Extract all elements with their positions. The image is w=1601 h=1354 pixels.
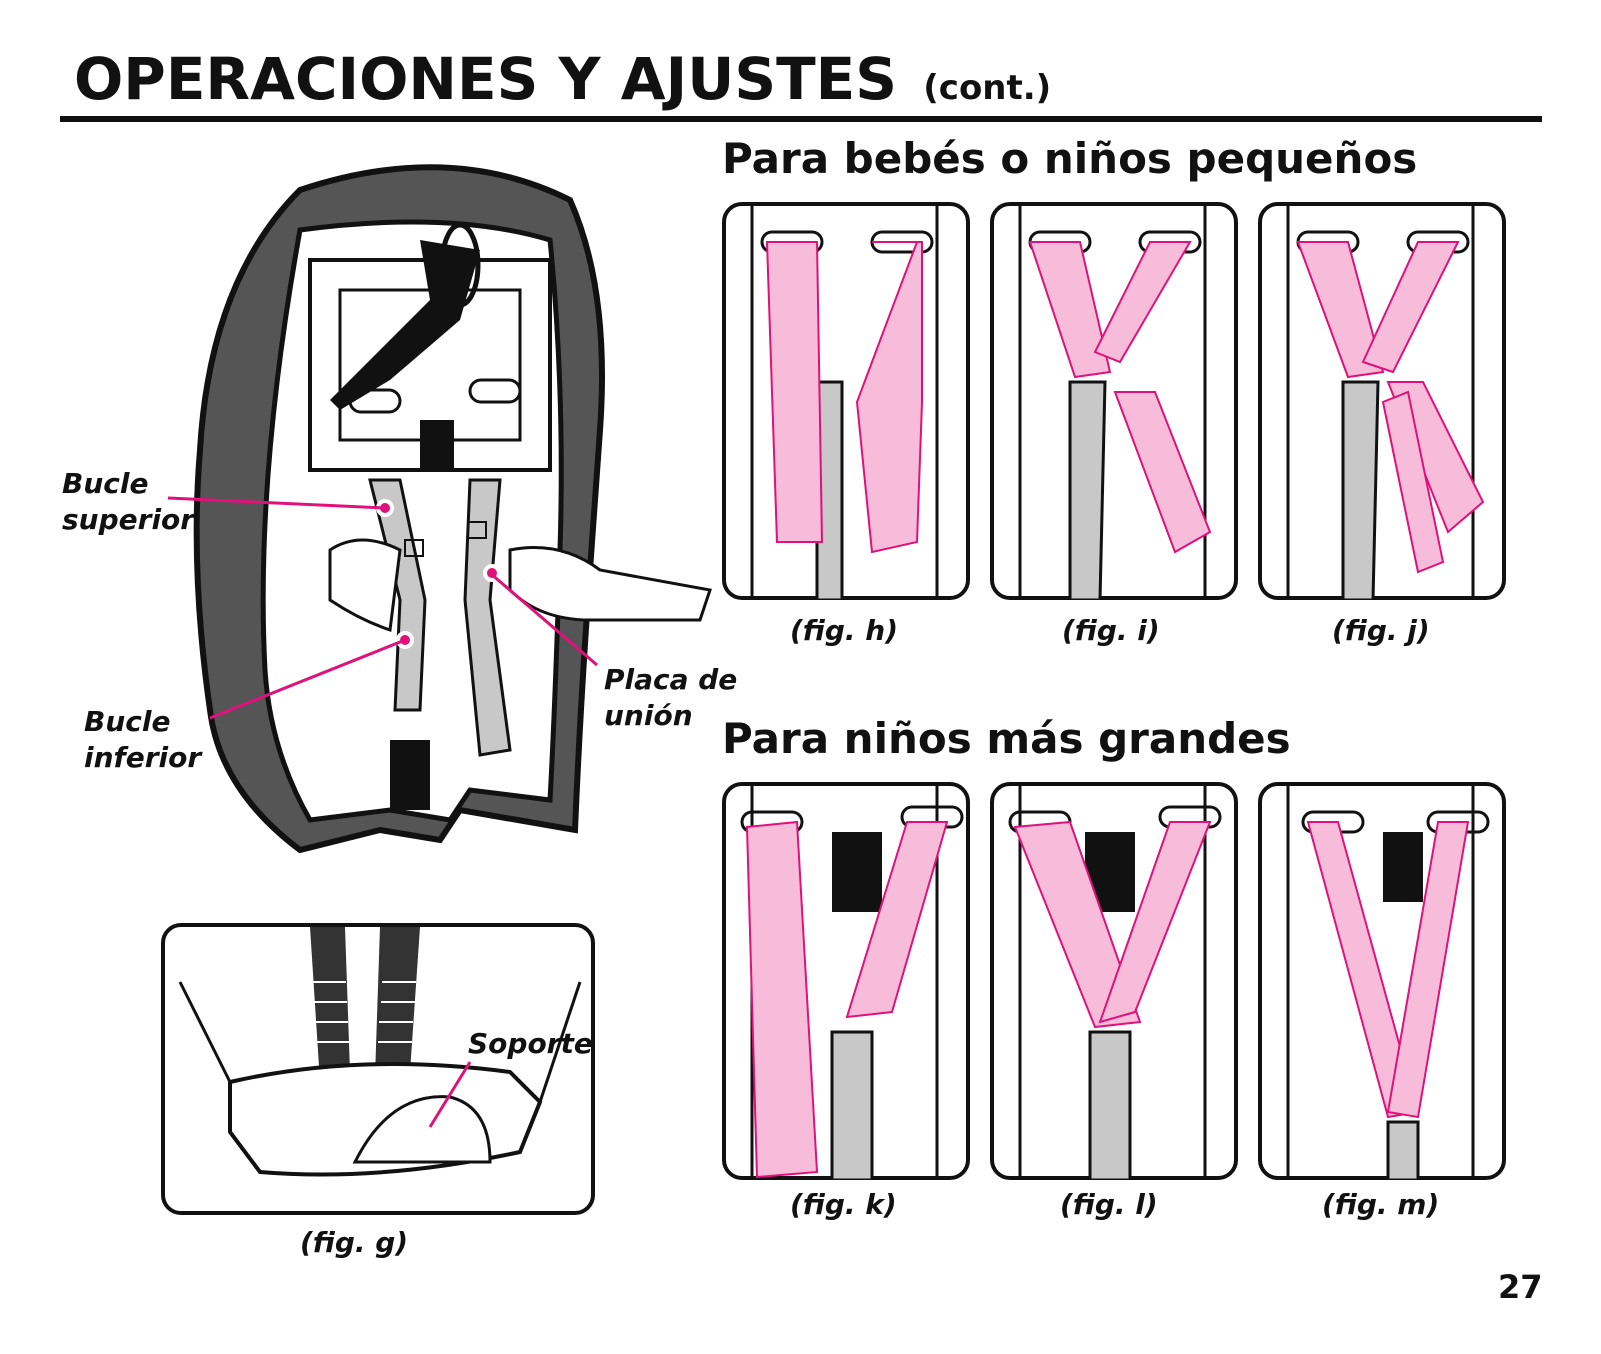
page-title-suffix: (cont.): [923, 68, 1052, 108]
page-number: 27: [1498, 1268, 1543, 1306]
title-rule: [60, 116, 1542, 122]
callout-joining-plate: Placa de unión: [604, 662, 737, 734]
caption-fig-l: (fig. l): [1060, 1188, 1158, 1221]
fig-l-illustration: [990, 782, 1238, 1180]
section-heading-older: Para niños más grandes: [722, 714, 1291, 763]
section-heading-infants: Para bebés o niños pequeños: [722, 134, 1418, 183]
callout-support-text: Soporte: [468, 1027, 593, 1060]
callout-upper-loop-line2: superior: [62, 503, 195, 536]
page-title: OPERACIONES Y AJUSTES (cont.): [74, 50, 1051, 108]
fig-h-illustration: [722, 202, 970, 600]
caption-fig-g: (fig. g): [300, 1226, 409, 1259]
caption-fig-m: (fig. m): [1322, 1188, 1440, 1221]
callout-support: Soporte: [468, 1026, 593, 1062]
callout-lower-loop: Bucle inferior: [84, 704, 201, 776]
fig-j-illustration: [1258, 202, 1506, 600]
caption-fig-h: (fig. h): [790, 614, 898, 647]
fig-i-illustration: [990, 202, 1238, 600]
fig-g-illustration: [161, 923, 595, 1215]
callout-lower-loop-line2: inferior: [84, 741, 202, 774]
car-seat-illustration: [193, 164, 712, 854]
fig-k-illustration: [722, 782, 970, 1180]
fig-m-illustration: [1258, 782, 1506, 1180]
caption-fig-j: (fig. j): [1332, 614, 1430, 647]
callout-upper-loop-line1: Bucle: [62, 467, 149, 500]
caption-fig-i: (fig. i): [1062, 614, 1160, 647]
callout-lower-loop-line1: Bucle: [84, 705, 171, 738]
callout-upper-loop: Bucle superior: [62, 466, 194, 538]
caption-fig-k: (fig. k): [790, 1188, 897, 1221]
callout-joining-plate-line2: unión: [604, 699, 693, 732]
callout-joining-plate-line1: Placa de: [604, 663, 738, 696]
page-title-text: OPERACIONES Y AJUSTES: [74, 45, 898, 113]
